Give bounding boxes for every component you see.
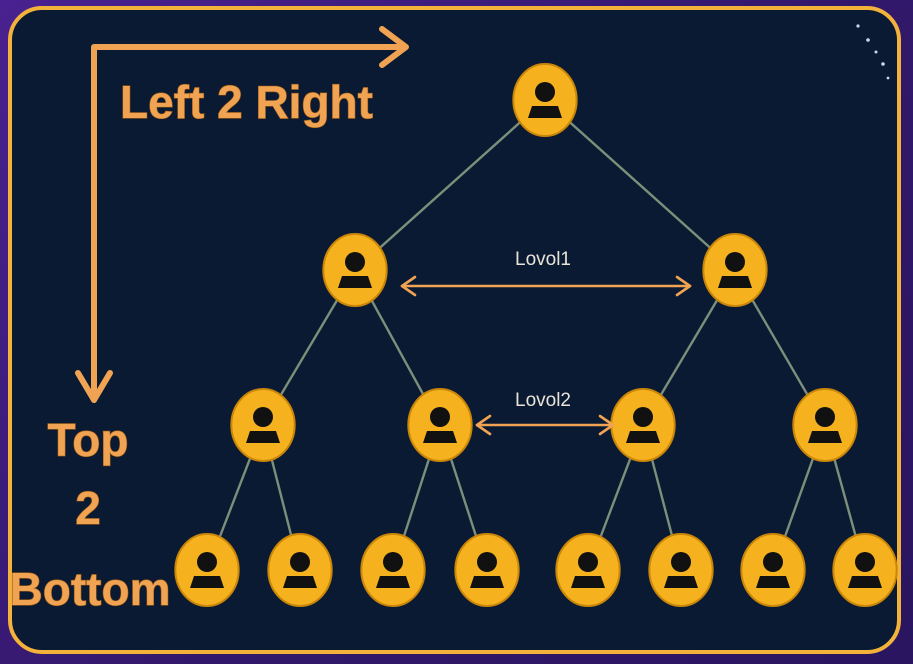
tree-node [610,388,676,462]
level1-arrow [400,275,692,297]
left-to-right-arrow [91,26,409,403]
person-icon [718,252,752,288]
person-icon [283,552,317,588]
person-icon [190,552,224,588]
person-icon [626,407,660,443]
person-icon [423,407,457,443]
tree-node [512,63,578,137]
tree-node [832,533,898,607]
two-label: 2 [75,482,101,534]
tree-node [322,233,388,307]
person-icon [246,407,280,443]
tree-node [230,388,296,462]
tree-node [454,533,520,607]
top-to-bottom-arrow [75,370,113,403]
person-icon [470,552,504,588]
person-icon [808,407,842,443]
tree-node [648,533,714,607]
level2-label: Lovol2 [515,390,571,411]
person-icon [756,552,790,588]
level2-arrow [475,414,615,436]
person-icon [338,252,372,288]
tree-node [174,533,240,607]
tree-node [407,388,473,462]
level1-label: Lovol1 [515,249,571,270]
person-icon [664,552,698,588]
person-icon [376,552,410,588]
tree-nodes [174,63,898,607]
tree-edge [544,99,736,271]
tree-node [702,233,768,307]
person-icon [571,552,605,588]
person-icon [848,552,882,588]
tree-node [267,533,333,607]
bottom-label: Bottom [10,563,171,615]
tree-node [555,533,621,607]
tree-node [360,533,426,607]
person-icon [528,82,562,118]
tree-node [792,388,858,462]
tree-edge [354,99,546,271]
tree-node [740,533,806,607]
tree-edges [205,99,867,571]
left-to-right-label: Left 2 Right [120,76,373,128]
sparkle-decoration [856,24,890,80]
top-label: Top [48,414,129,466]
